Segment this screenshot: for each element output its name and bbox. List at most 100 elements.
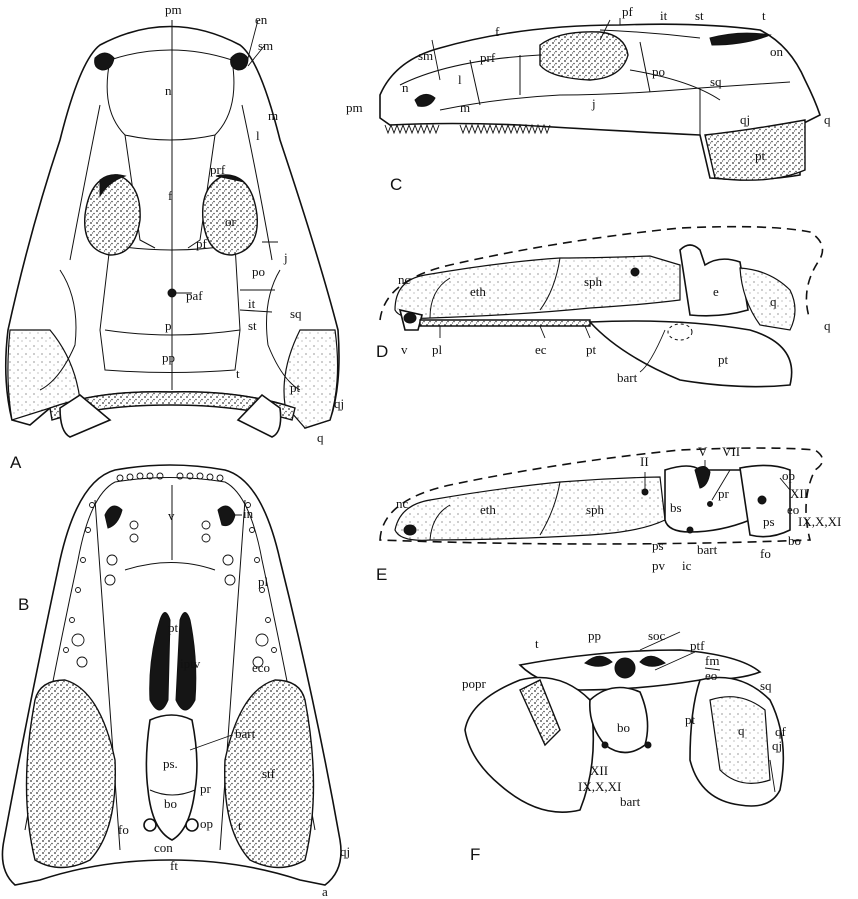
panel-label-d: D	[376, 342, 388, 361]
label-b-con: con	[154, 840, 173, 855]
label-e-V: V	[698, 444, 708, 459]
label-c-f: f	[495, 24, 500, 39]
label-d-ec: ec	[535, 342, 547, 357]
label-c-po: po	[652, 64, 665, 79]
panel-a-dorsal-skull: pm en sm n m l prf f or pf j po paf p it…	[6, 2, 344, 472]
label-f-IXXXI: IX,X,XI	[578, 779, 621, 794]
label-b-bart: bart	[235, 726, 256, 741]
label-a-en: en	[255, 12, 268, 27]
panel-label-e: E	[376, 565, 387, 584]
label-b-a: a	[322, 884, 328, 899]
label-e-op: op	[782, 468, 795, 483]
label-d-sph: sph	[584, 274, 603, 289]
label-a-m: m	[268, 108, 278, 123]
label-b-bo: bo	[164, 796, 177, 811]
label-c-j: j	[591, 96, 596, 111]
label-d-v: v	[401, 342, 408, 357]
label-a-l: l	[256, 128, 260, 143]
label-c-prf: prf	[480, 50, 496, 65]
label-e-II: II	[640, 454, 649, 469]
label-e-pv: pv	[652, 558, 666, 573]
label-c-pt: pt	[755, 148, 766, 163]
label-c-sq: sq	[710, 74, 722, 89]
label-d-nc: nc	[398, 272, 411, 287]
label-b-fo: fo	[118, 822, 129, 837]
label-a-pp: pp	[162, 350, 175, 365]
label-e-ps2: ps	[652, 538, 664, 553]
label-e-sph: sph	[586, 502, 605, 517]
panel-e-braincase-foramina: II V VII op XII eo pr IX,X,XI nc eth sph…	[376, 444, 841, 584]
label-e-IXXXI: IX,X,XI	[798, 514, 841, 529]
label-b-pl: pl	[258, 574, 269, 589]
label-f-qj: qj	[772, 738, 782, 753]
label-e-XII: XII	[790, 486, 808, 501]
label-a-j: j	[283, 250, 288, 265]
label-a-sq: sq	[290, 306, 302, 321]
label-f-popr: popr	[462, 676, 487, 691]
label-e-pr: pr	[718, 486, 730, 501]
label-b-stf: stf	[262, 766, 276, 781]
label-b-eco: eco	[252, 660, 270, 675]
label-a-n: n	[165, 83, 172, 98]
panel-label-a: A	[10, 453, 22, 472]
label-e-bo: bo	[788, 533, 801, 548]
label-b-qj: qj	[340, 844, 350, 859]
label-b-in: in	[243, 506, 254, 521]
label-b-ps: ps.	[163, 756, 178, 771]
label-a-pf: pf	[196, 236, 208, 251]
label-f-eo: eo	[705, 668, 717, 683]
label-e-nc: nc	[396, 496, 409, 511]
label-f-sq: sq	[760, 678, 772, 693]
label-f-qf: qf	[775, 724, 787, 739]
label-e-ic: ic	[682, 558, 692, 573]
label-c-q: q	[824, 112, 831, 127]
label-e-bs: bs	[670, 500, 682, 515]
label-a-paf: paf	[186, 288, 203, 303]
label-b-op: op	[200, 816, 213, 831]
panel-f-occipital-skull: t pp soc ptf fm eo popr sq pt q qf qj bo…	[462, 628, 787, 864]
label-f-soc: soc	[648, 628, 666, 643]
label-c-pm: pm	[346, 100, 363, 115]
panel-label-c: C	[390, 175, 402, 194]
label-a-st: st	[248, 318, 257, 333]
label-e-eth: eth	[480, 502, 496, 517]
label-d-pt2: pt	[718, 352, 729, 367]
label-b-iptv: iptv	[180, 656, 201, 671]
label-a-pt: pt	[290, 380, 301, 395]
label-d-bart: bart	[617, 370, 638, 385]
label-a-sm: sm	[258, 38, 273, 53]
label-f-XII: XII	[590, 763, 608, 778]
label-f-fm: fm	[705, 653, 719, 668]
label-f-pp: pp	[588, 628, 601, 643]
panel-label-f: F	[470, 845, 480, 864]
label-e-fo: fo	[760, 546, 771, 561]
label-d-q2: q	[824, 318, 831, 333]
label-e-ps1: ps	[763, 514, 775, 529]
label-b-pr: pr	[200, 781, 212, 796]
label-c-it: it	[660, 8, 668, 23]
label-a-f: f	[168, 188, 173, 203]
label-b-ft: ft	[170, 858, 178, 873]
label-c-on: on	[770, 44, 784, 59]
label-f-bart: bart	[620, 794, 641, 809]
label-b-t: t	[238, 818, 242, 833]
label-a-q: q	[317, 430, 324, 445]
label-a-p: p	[165, 318, 172, 333]
label-c-l: l	[458, 72, 462, 87]
label-e-VII: VII	[722, 444, 740, 459]
label-d-pt1: pt	[586, 342, 597, 357]
label-f-q: q	[738, 723, 745, 738]
label-f-pt: pt	[685, 712, 696, 727]
label-c-n: n	[402, 80, 409, 95]
label-a-t: t	[236, 366, 240, 381]
label-c-t: t	[762, 8, 766, 23]
label-d-q1: q	[770, 294, 777, 309]
teeth-c	[385, 125, 550, 133]
label-c-m: m	[460, 100, 470, 115]
label-c-sm: sm	[418, 48, 433, 63]
label-c-st: st	[695, 8, 704, 23]
label-b-pt: pt	[168, 620, 179, 635]
panel-d-braincase: nc eth sph e q q v pl ec pt bart pt D	[376, 227, 831, 387]
label-e-bart: bart	[697, 542, 718, 557]
